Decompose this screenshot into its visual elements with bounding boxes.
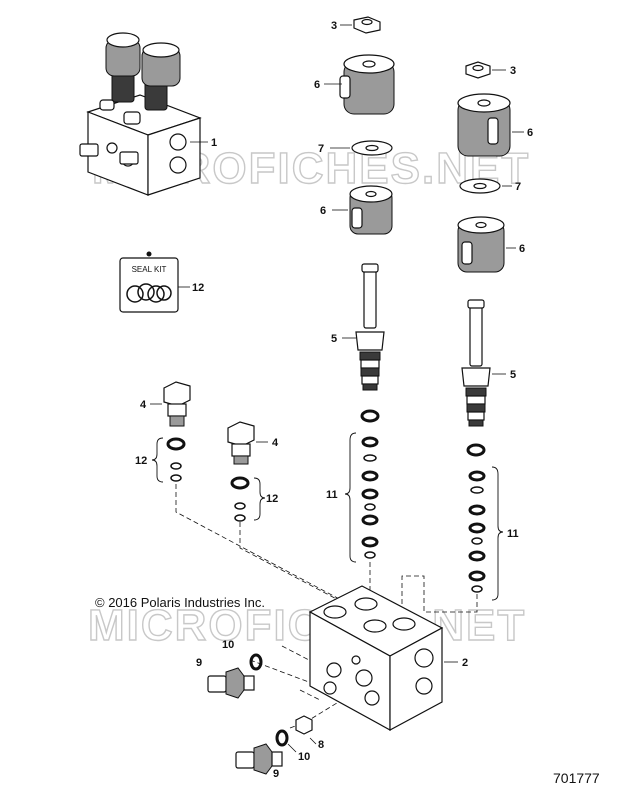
callout-12-kit: 12	[192, 282, 204, 294]
callout-9-upper: 9	[196, 657, 202, 669]
callout-7-right: 7	[515, 181, 521, 193]
callout-6-right-lower: 6	[519, 243, 525, 255]
washer-part-7-right[interactable]	[459, 178, 501, 194]
callout-5-center: 5	[331, 333, 337, 345]
plug-part-4-left[interactable]	[163, 381, 191, 427]
o-ring-part-10-lower[interactable]	[275, 729, 289, 747]
valve-assembly-part-1[interactable]	[79, 32, 202, 196]
coil-part-6-center-lower[interactable]	[349, 185, 393, 235]
seal-set-part-11-right[interactable]	[468, 470, 486, 593]
callout-12-left: 12	[135, 455, 147, 467]
callout-9-lower: 9	[273, 768, 279, 780]
diagram-number: 701777	[553, 770, 600, 786]
seal-set-part-12-left[interactable]	[166, 437, 186, 482]
callout-12-middle: 12	[266, 493, 278, 505]
callout-11-right: 11	[507, 528, 519, 540]
callout-2: 2	[462, 657, 468, 669]
callout-8: 8	[318, 739, 324, 751]
cartridge-valve-part-5-right[interactable]	[461, 299, 491, 427]
plug-part-8[interactable]	[295, 715, 313, 735]
callout-3-center: 3	[331, 20, 337, 32]
callout-3-right: 3	[510, 65, 516, 77]
o-ring-center-top[interactable]	[360, 409, 380, 423]
callout-5-right: 5	[510, 369, 516, 381]
seal-set-part-11-center[interactable]	[361, 436, 379, 559]
coil-part-6-right-upper[interactable]	[457, 93, 511, 157]
callout-1: 1	[211, 137, 217, 149]
nut-part-3-center[interactable]	[353, 16, 381, 34]
callout-6-center-upper: 6	[314, 79, 320, 91]
callout-11-center: 11	[326, 489, 338, 501]
plug-part-4-middle[interactable]	[227, 421, 255, 465]
nut-part-3-right[interactable]	[465, 61, 491, 79]
callout-10-lower: 10	[298, 751, 310, 763]
copyright-notice: © 2016 Polaris Industries Inc.	[95, 595, 265, 610]
watermark-bottom: MICROFICHES.NET	[88, 601, 526, 650]
callout-4-left: 4	[140, 399, 147, 411]
coil-part-6-right-lower[interactable]	[457, 216, 505, 273]
o-ring-right-top[interactable]	[466, 443, 486, 457]
callout-7-center: 7	[318, 143, 324, 155]
seal-kit-part-12[interactable]: SEAL KIT	[119, 251, 179, 313]
callout-10-upper: 10	[222, 639, 234, 651]
fitting-part-9-lower[interactable]	[235, 743, 283, 775]
fitting-part-9-upper[interactable]	[207, 667, 255, 699]
callout-6-center-lower: 6	[320, 205, 326, 217]
seal-kit-label: SEAL KIT	[132, 265, 167, 274]
manifold-block-part-2[interactable]	[308, 585, 444, 732]
callout-6-right-upper: 6	[527, 127, 533, 139]
callout-4-middle: 4	[272, 437, 279, 449]
seal-set-part-12-middle[interactable]	[230, 476, 250, 522]
o-ring-part-10-upper[interactable]	[249, 653, 263, 671]
cartridge-valve-part-5-center[interactable]	[355, 263, 385, 391]
washer-part-7-center[interactable]	[351, 140, 393, 156]
coil-part-6-center-upper[interactable]	[339, 54, 395, 115]
